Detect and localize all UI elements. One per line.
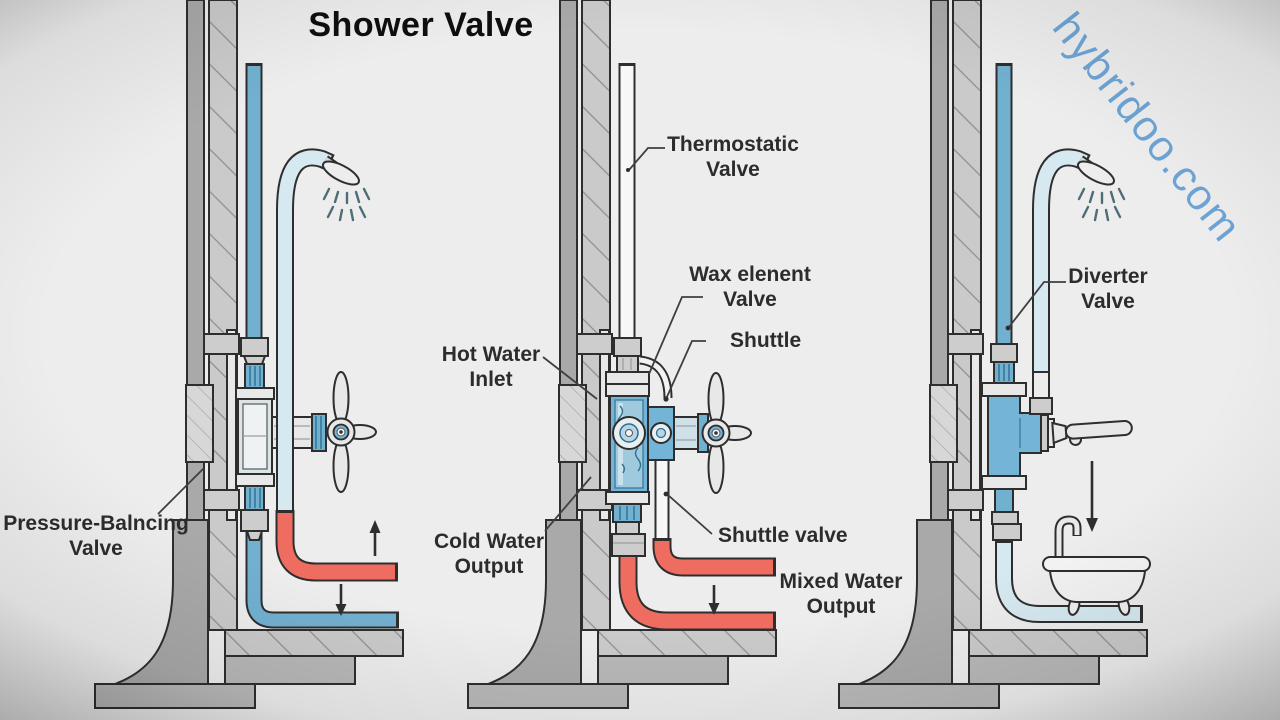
mixed-water-pipe-lower: [618, 548, 776, 631]
label-line: Output: [806, 595, 876, 618]
label-line: Cold Water: [433, 530, 545, 553]
label-line: Valve: [69, 537, 123, 560]
cold-supply-pipe-left: [245, 63, 399, 629]
up-arrow-icon: [369, 520, 381, 556]
label-cold-water-output: Cold Water Output: [434, 529, 544, 579]
cross-handle-icon: [701, 372, 752, 494]
label-line: Diverter: [1068, 265, 1148, 288]
label-mixed-water-output: Mixed Water Output: [780, 569, 903, 619]
bypass-tube: [639, 355, 673, 399]
hot-pipe-left: [275, 510, 398, 582]
cross-handle-icon: [326, 371, 377, 493]
label-line: Wax elenent: [689, 263, 811, 286]
pressure-balancing-valve-art: [235, 337, 377, 541]
thermostatic-panel-art: [467, 0, 777, 709]
diagram-title: Shower Valve: [308, 6, 534, 44]
label-line: Valve: [1081, 290, 1135, 313]
label-shuttle-valve: Shuttle valve: [718, 524, 848, 547]
down-arrow-icon-right: [1086, 461, 1098, 532]
label-shuttle: Shuttle: [730, 329, 802, 352]
bathtub-icon: [1042, 515, 1151, 616]
label-diverter-valve: Diverter Valve: [1068, 264, 1147, 314]
shower-head-icon: [320, 157, 369, 220]
leader-pressure-balancing: [157, 467, 205, 515]
label-line: Thermostatic: [667, 133, 799, 156]
thermostatic-valve-art: [605, 337, 752, 557]
label-line: Pressure-Balncing: [3, 512, 189, 535]
label-line: Mixed Water: [779, 570, 903, 593]
shower-pipe-right: [1029, 148, 1091, 415]
diverter-panel-art: [838, 0, 1151, 709]
label-hot-water-inlet: Hot Water Inlet: [442, 342, 540, 392]
down-arrow-icon-middle: [708, 585, 720, 615]
pressure-balancing-panel-art: [94, 0, 404, 709]
label-line: Valve: [723, 288, 777, 311]
tub-pipe: [995, 540, 1143, 623]
shower-pipe-left: [276, 148, 335, 515]
label-line: Output: [454, 555, 524, 578]
shower-head-icon: [1075, 157, 1124, 220]
label-thermostatic-valve: Thermostatic Valve: [667, 132, 799, 182]
label-line: Inlet: [469, 368, 513, 391]
leader-diverter: [1005, 281, 1066, 331]
diverter-valve-art: [981, 343, 1133, 541]
leader-lines-middle: [542, 147, 713, 535]
down-arrow-icon-left: [335, 584, 347, 616]
label-line: Hot Water: [441, 343, 541, 366]
mixed-water-pipe-upper: [652, 538, 776, 577]
label-line: Valve: [706, 158, 760, 181]
label-pressure-balancing-valve: Pressure-Balncing Valve: [3, 511, 189, 561]
label-wax-element-valve: Wax elenent Valve: [689, 262, 811, 312]
lever-handle-icon: [1051, 419, 1133, 446]
